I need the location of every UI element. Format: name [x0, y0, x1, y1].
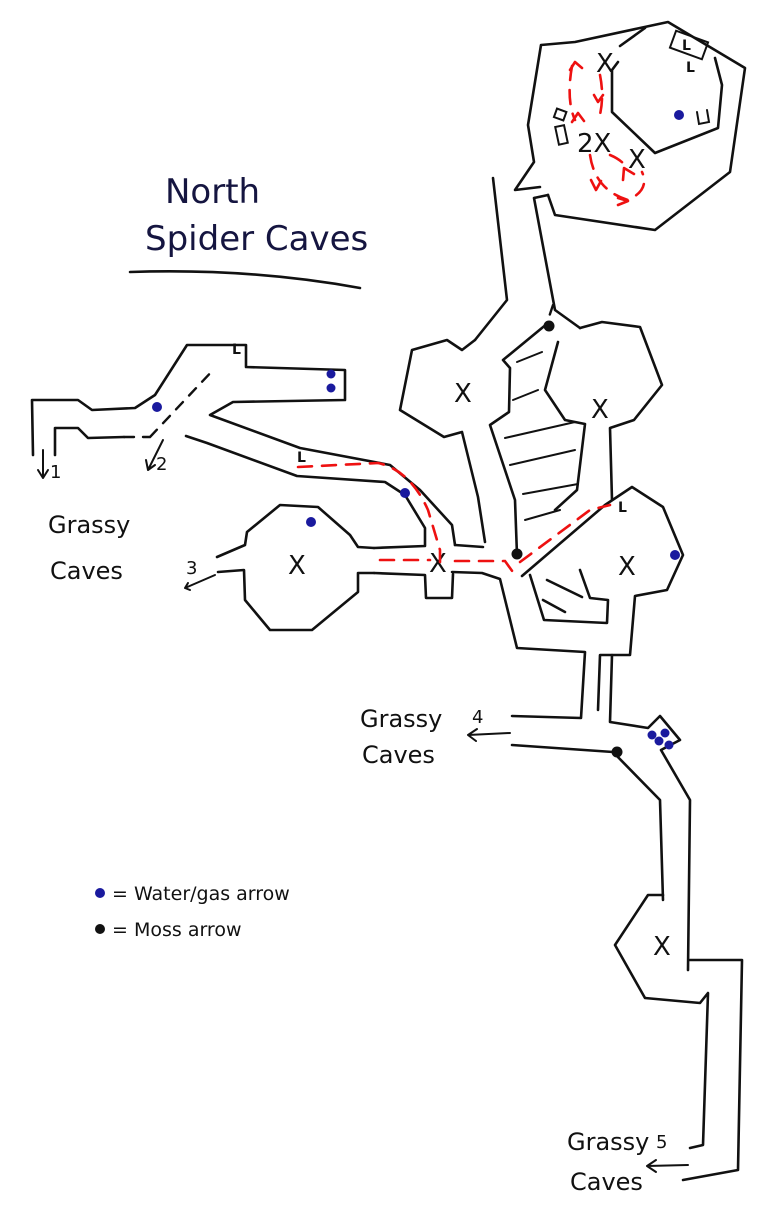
ramp-entrance: [546, 303, 555, 322]
exit-number-5: 5: [656, 1132, 667, 1153]
water-gas-arrow-dot: [647, 730, 657, 740]
block-icon: [552, 107, 568, 122]
legend-water-gas-dot: [95, 888, 105, 898]
route-arrowhead: [568, 60, 584, 72]
exit-arrow-1[interactable]: [37, 449, 49, 479]
west-corridor-lower-wall: [53, 426, 126, 457]
ladder-marker: L: [232, 342, 241, 358]
enemy-marker: X: [596, 49, 614, 79]
map-title-line2: Spider Caves: [145, 219, 368, 259]
south-corridor-east-wall: [608, 653, 692, 972]
ladder-marker: L: [618, 500, 627, 516]
route-arrowhead: [592, 93, 605, 104]
top-room-outer-wall: [513, 20, 747, 232]
route-arrowhead: [570, 111, 586, 124]
water-gas-arrow-dot: [660, 728, 670, 738]
water-gas-arrow-dot: [670, 550, 680, 560]
west-room-wall: [215, 503, 376, 632]
legend-water-gas-label: = Water/gas arrow: [112, 883, 290, 905]
route-main: [296, 461, 612, 577]
north-corridor-wall: [473, 176, 582, 342]
destination-label-5-line1: Grassy: [567, 1128, 649, 1156]
legend-moss-label: = Moss arrow: [112, 919, 242, 941]
moss-arrow-dot: [543, 320, 555, 332]
west-chamber-wall: [398, 338, 487, 544]
ladder-marker: L: [682, 38, 691, 54]
southeast-chamber-wall: [520, 485, 685, 712]
route-arrowhead: [616, 196, 630, 207]
double-enemy-marker: 2X: [577, 129, 611, 159]
exit-number-1: 1: [50, 462, 61, 483]
central-corridor-wall: [450, 543, 665, 902]
enemy-marker: X: [288, 551, 306, 581]
exit-number-4: 4: [472, 707, 483, 728]
east-chamber-wall: [578, 320, 664, 502]
ladder-marker: L: [686, 60, 695, 76]
route-arrowhead: [621, 166, 636, 182]
exit-arrow-2[interactable]: [145, 439, 164, 471]
water-gas-arrow-dot: [326, 383, 336, 393]
exit-number-3: 3: [186, 558, 197, 579]
exit-arrow-5[interactable]: [646, 1159, 689, 1173]
enemy-marker: X: [454, 379, 472, 409]
destination-label-3-line1: Grassy: [48, 511, 130, 539]
legend-moss-dot: [95, 924, 105, 934]
water-gas-arrow-dot: [326, 369, 336, 379]
route-loop-upper: [568, 64, 604, 124]
bucket-icon: [696, 109, 711, 126]
south-chamber-wall: [613, 893, 744, 1182]
water-gas-arrow-dot: [654, 736, 664, 746]
title-underline: [128, 270, 362, 290]
destination-label-5-line2: Caves: [570, 1168, 643, 1196]
moss-arrow-dot: [511, 548, 523, 560]
lower-ramp-wall: [528, 568, 610, 625]
enemy-marker: X: [591, 395, 609, 425]
enemy-marker: X: [653, 932, 671, 962]
exit-arrow-4[interactable]: [467, 728, 511, 742]
hidden-passage: [122, 366, 217, 439]
ladder-marker: L: [297, 450, 306, 466]
exit-number-2: 2: [156, 454, 167, 475]
enemy-marker: X: [429, 549, 447, 579]
ramp-hatching: [504, 351, 579, 521]
map-title-line1: North: [165, 172, 260, 212]
ramp-wall: [488, 321, 587, 557]
moss-arrow-dot: [611, 746, 623, 758]
enemy-marker: X: [618, 552, 636, 582]
destination-label-4-line2: Caves: [362, 741, 435, 769]
route-arrowhead: [589, 178, 603, 192]
enemy-marker: X: [628, 145, 646, 175]
water-gas-arrow-dot: [400, 488, 410, 498]
destination-label-4-line1: Grassy: [360, 705, 442, 733]
destination-label-3-line2: Caves: [50, 557, 123, 585]
top-room-inner-wall: [610, 26, 724, 155]
exit-arrow-3[interactable]: [184, 574, 216, 591]
water-gas-arrow-dot: [306, 517, 316, 527]
block-icon: [554, 123, 569, 146]
water-gas-arrow-dot: [674, 110, 684, 120]
water-gas-arrow-dot: [152, 402, 162, 412]
chest-icon: [668, 29, 710, 61]
water-gas-arrow-dot: [664, 740, 674, 750]
